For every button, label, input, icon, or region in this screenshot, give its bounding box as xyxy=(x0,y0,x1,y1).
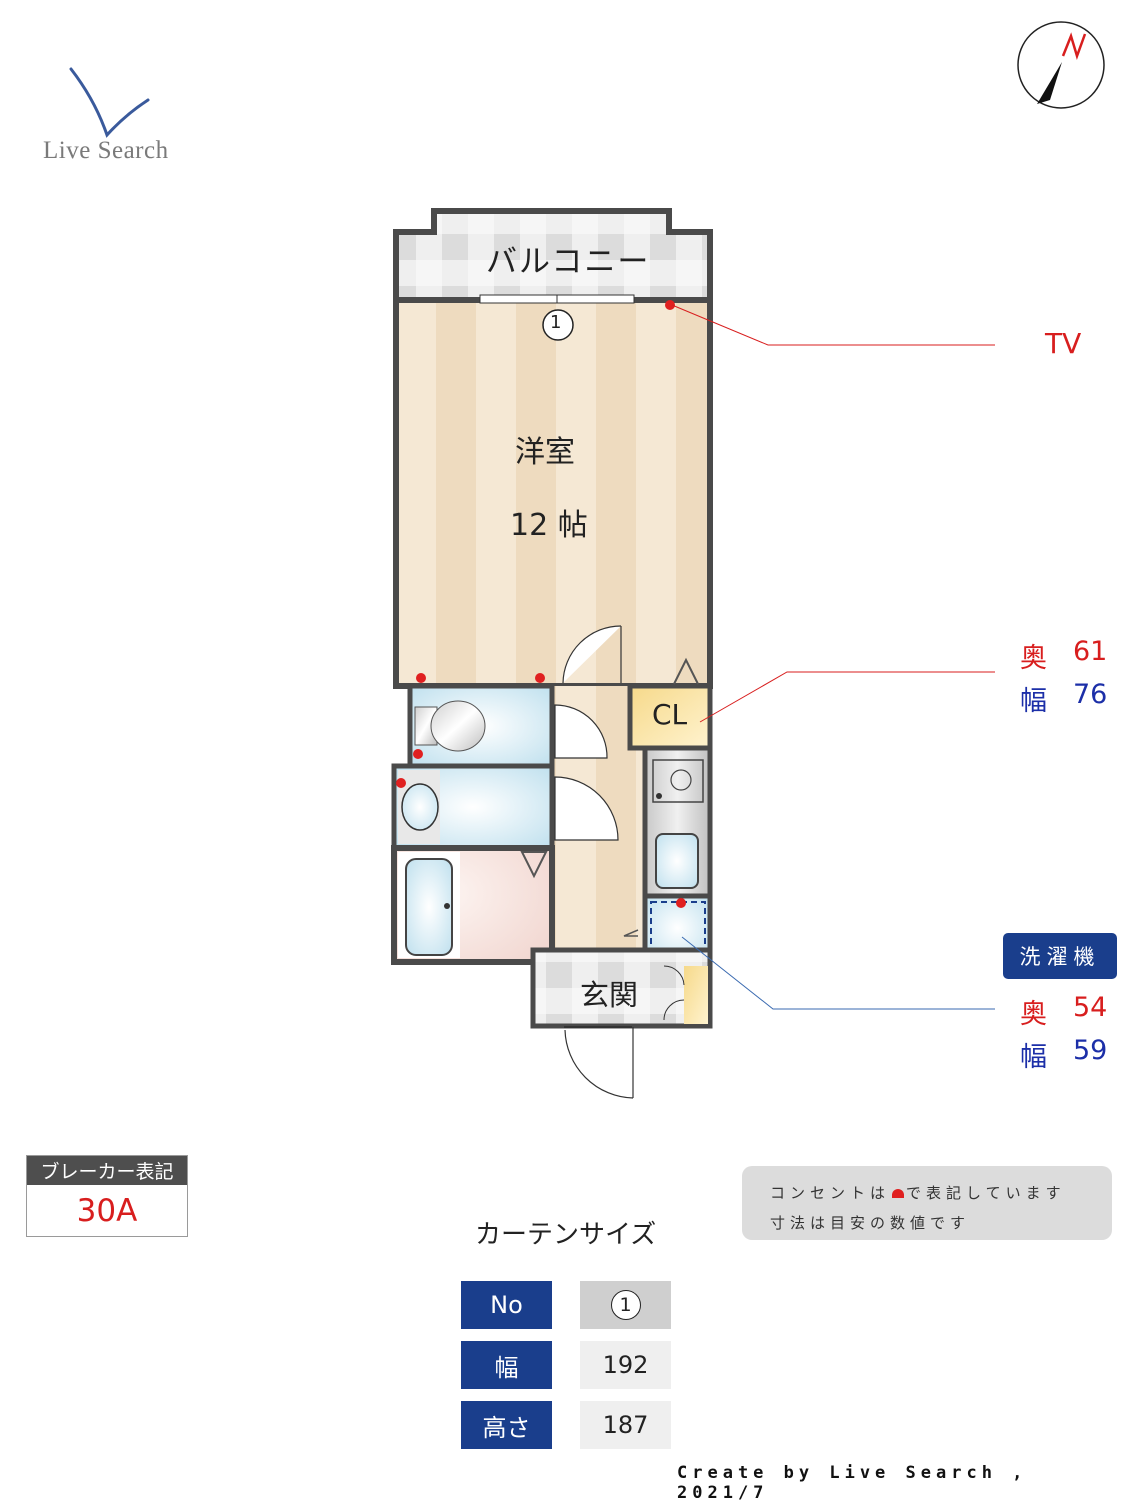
outlet-icon xyxy=(892,1189,905,1198)
breaker-value: 30A xyxy=(76,1193,138,1229)
depth-value: 54 xyxy=(1073,992,1108,1023)
window-number-label: 1 xyxy=(550,312,562,333)
closet-dimensions: 奥 61 幅 76 xyxy=(1020,636,1107,718)
western-room-size: 12 帖 xyxy=(510,508,588,543)
washing-machine-badge: 洗濯機 xyxy=(1003,933,1117,979)
note-text: で表記しています xyxy=(906,1184,1066,1202)
value-height: 187 xyxy=(580,1401,671,1449)
table-row: No 1 xyxy=(461,1281,671,1329)
western-room-label: 洋室 xyxy=(515,435,575,470)
breaker-header: ブレーカー表記 xyxy=(27,1156,187,1185)
closet-label: CL xyxy=(652,698,688,731)
header-width: 幅 xyxy=(461,1341,552,1389)
header-no: No xyxy=(461,1281,552,1329)
width-value: 59 xyxy=(1073,1035,1108,1066)
brand-logo-text: Live Search xyxy=(43,137,169,164)
curtain-size-title: カーテンサイズ xyxy=(475,1220,657,1250)
value-width: 192 xyxy=(580,1341,671,1389)
depth-label: 奥 xyxy=(1020,999,1047,1030)
width-value: 76 xyxy=(1073,679,1108,710)
note-text: 寸法は目安の数値です xyxy=(770,1214,971,1232)
outlet-note: コンセントはで表記しています 寸法は目安の数値です xyxy=(742,1166,1112,1240)
tv-callout-label: TV xyxy=(1045,327,1082,360)
depth-label: 奥 xyxy=(1020,643,1047,674)
footer-credit: Create by Live Search , 2021/7 xyxy=(677,1463,1028,1503)
curtain-table: No 1 幅 192 高さ 187 xyxy=(461,1281,671,1449)
header-height: 高さ xyxy=(461,1401,552,1449)
value-no: 1 xyxy=(580,1281,671,1329)
depth-value: 61 xyxy=(1073,636,1108,667)
entrance-label: 玄関 xyxy=(580,978,639,1012)
washing-machine-dimensions: 奥 54 幅 59 xyxy=(1020,992,1107,1074)
table-row: 幅 192 xyxy=(461,1341,671,1389)
circled-number: 1 xyxy=(610,1290,641,1320)
width-label: 幅 xyxy=(1020,686,1047,717)
note-text: コンセントは xyxy=(770,1184,891,1202)
balcony-label: バルコニー xyxy=(486,244,651,280)
breaker-box: ブレーカー表記 30A xyxy=(26,1155,188,1237)
width-label: 幅 xyxy=(1020,1042,1047,1073)
table-row: 高さ 187 xyxy=(461,1401,671,1449)
